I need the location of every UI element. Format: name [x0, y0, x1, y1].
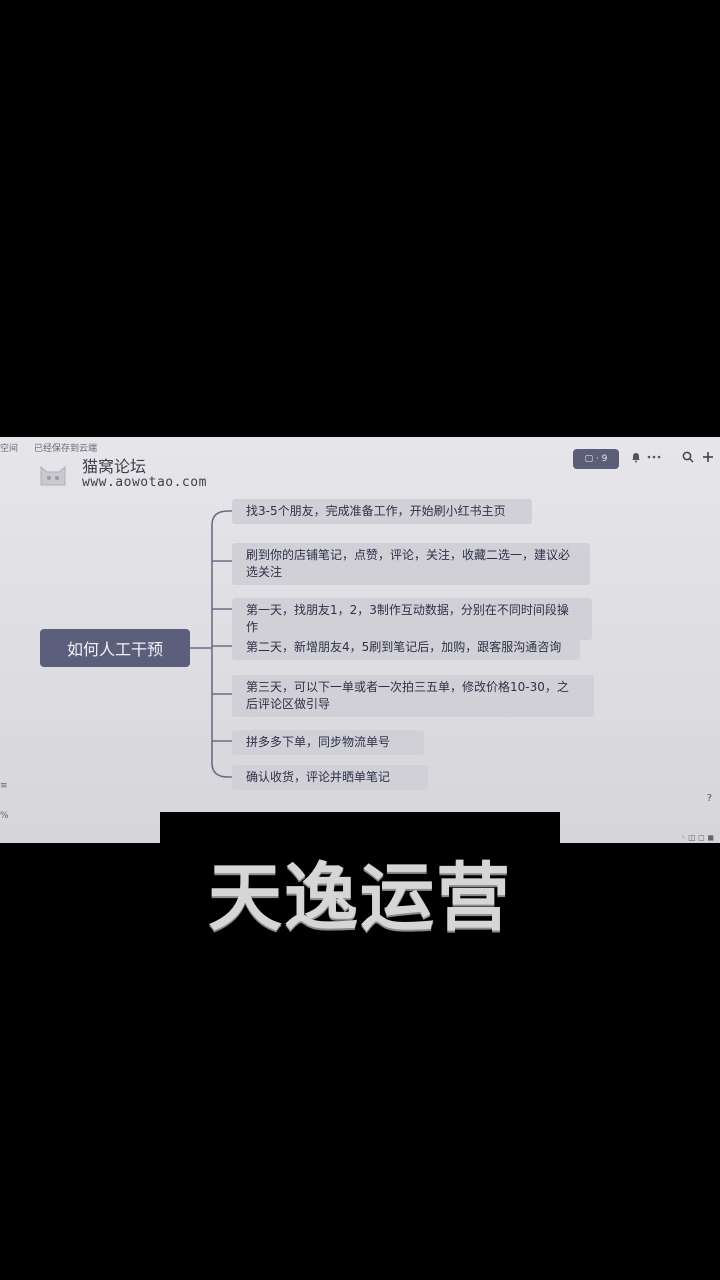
branch-node-5[interactable]: 第三天，可以下一单或者一次拍三五单，修改价格10-30，之后评论区做引导	[232, 675, 594, 717]
forum-watermark: 猫窝论坛 www.aowotao.com	[38, 453, 238, 493]
search-icon[interactable]	[680, 451, 696, 467]
video-caption: 天逸运营	[208, 855, 512, 941]
forum-name: 猫窝论坛	[82, 457, 147, 476]
caption-band	[160, 812, 560, 843]
left-edge-marker: ≡	[0, 781, 8, 791]
branch-node-7[interactable]: 确认收货，评论并晒单笔记	[232, 765, 428, 790]
forum-url: www.aowotao.com	[82, 475, 207, 490]
collaborators-button[interactable]: ▢ · 9	[573, 449, 619, 469]
help-icon[interactable]: ?	[706, 793, 712, 804]
branch-node-2[interactable]: 刷到你的店铺笔记，点赞，评论，关注，收藏二选一，建议必选关注	[232, 543, 590, 585]
branch-node-4[interactable]: 第二天，新增朋友4，5刷到笔记后，加购，跟客服沟通咨询	[232, 635, 580, 660]
branch-node-1[interactable]: 找3-5个朋友，完成准备工作，开始刷小红书主页	[232, 499, 532, 524]
mindmap-root-node[interactable]: 如何人工干预	[40, 629, 190, 667]
save-status-text: 已经保存到云端	[34, 444, 98, 454]
branch-node-3[interactable]: 第一天，找朋友1，2，3制作互动数据，分别在不同时间段操作	[232, 598, 592, 640]
toolbar-right: ▢ · 9	[570, 447, 720, 473]
cat-logo-icon	[40, 465, 66, 486]
more-icon[interactable]	[646, 451, 662, 467]
bottom-status-icons: ◦ ◫ ◻ ◼	[680, 833, 714, 842]
sidebar-fragment-label: 空间	[0, 444, 19, 454]
zoom-marker: %	[0, 811, 9, 821]
bell-icon[interactable]	[628, 451, 644, 467]
mindmap-app-screen: 空间 已经保存到云端 猫窝论坛 www.aowotao.com ▢ · 9	[0, 437, 720, 843]
branch-node-6[interactable]: 拼多多下单，同步物流单号	[232, 730, 424, 755]
plus-icon[interactable]	[700, 451, 716, 467]
mindmap-connectors	[190, 510, 232, 778]
